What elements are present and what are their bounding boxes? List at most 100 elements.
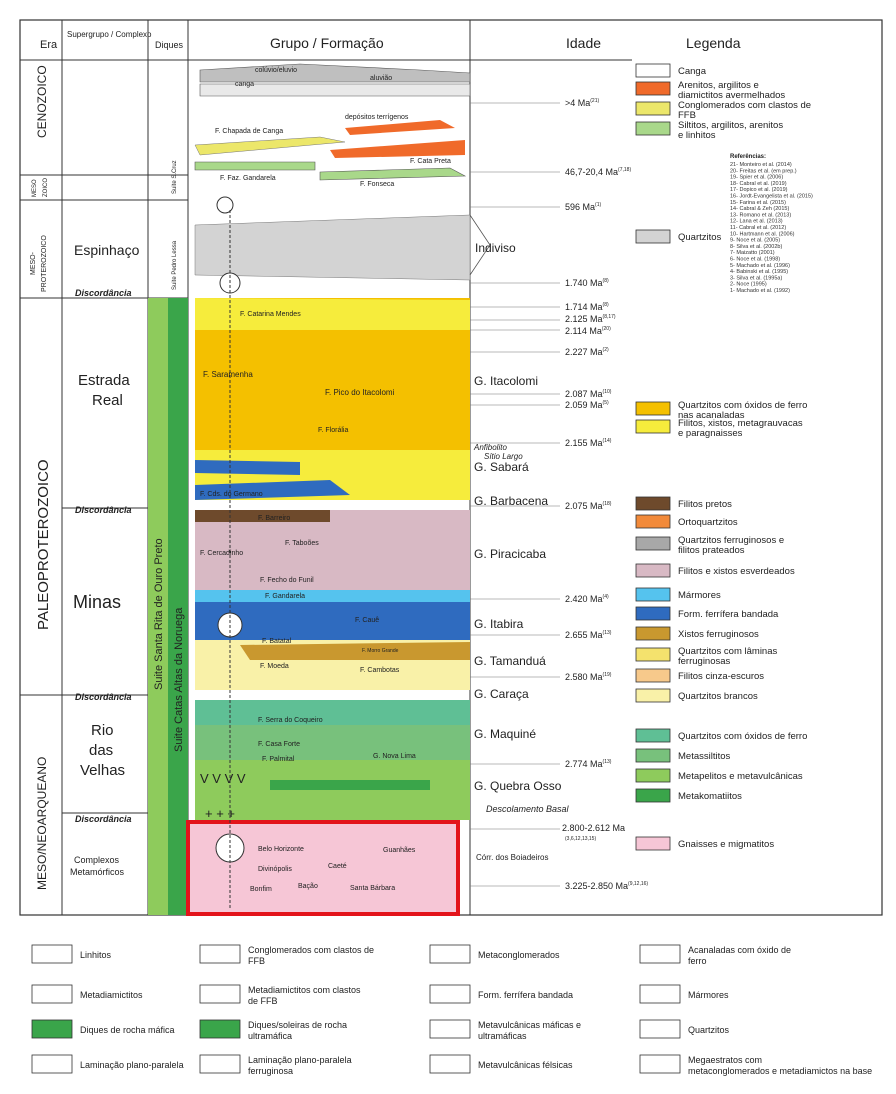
bottom-legend-swatch xyxy=(31,944,73,964)
reference-item: 11- Cabral et al. (2012) xyxy=(730,225,786,231)
bottom-legend-swatch xyxy=(639,1019,681,1039)
f-catarina: F. Catarina Mendes xyxy=(240,311,301,318)
disc-3: Discordância xyxy=(75,692,132,702)
sg-complexos-2: Metamórficos xyxy=(70,867,125,877)
header-supergrupo: Supergrupo / Complexo xyxy=(67,30,152,39)
header-era: Era xyxy=(40,39,58,51)
legend-label: Xistos ferruginosos xyxy=(678,629,759,640)
age-3: 596 Ma(1) xyxy=(565,202,601,212)
legend-swatch xyxy=(635,63,671,78)
f-aluviao: aluvião xyxy=(370,75,392,82)
bottom-legend-swatch xyxy=(31,1054,73,1074)
disc-2: Discordância xyxy=(75,505,132,515)
age-6: 2.125 Ma(8,17) xyxy=(565,314,616,324)
age-16: 2.774 Ma(13) xyxy=(565,759,612,769)
g-maquine: G. Maquiné xyxy=(474,727,536,741)
age-9: 2.087 Ma(10) xyxy=(565,389,612,399)
f-chapada: F. Chapada de Canga xyxy=(215,128,283,135)
sg-espinhaco: Espinhaço xyxy=(74,242,140,258)
f-guanhaes: Guanhães xyxy=(383,847,416,854)
f-gandarela-faz: F. Faz. Gandarela xyxy=(220,175,276,182)
f-canga: canga xyxy=(235,81,254,88)
f-cata-preta: F. Cata Preta xyxy=(410,158,451,165)
reference-item: 21- Monteiro et al. (2014) xyxy=(730,162,792,168)
f-serra: F. Serra do Coqueiro xyxy=(258,717,323,724)
legend-label: Form. ferrífera bandada xyxy=(678,609,779,620)
legend-label: Filitos e xistos esverdeados xyxy=(678,566,795,577)
sg-estrada-1: Estrada xyxy=(78,372,130,389)
header-diques: Diques xyxy=(155,40,184,50)
age-5: 1.714 Ma(8) xyxy=(565,302,609,312)
legend-swatch xyxy=(635,536,671,551)
legend-label: Metapelitos e metavulcânicas xyxy=(678,771,803,782)
f-cercadinho: F. Cercadinho xyxy=(200,550,243,557)
reference-item: 16- Jordt-Evangelista et al. (2015) xyxy=(730,194,813,200)
sg-velhas: Velhas xyxy=(80,762,125,779)
references: Referências:21- Monteiro et al. (2014)20… xyxy=(730,154,813,294)
f-bacao: Bação xyxy=(298,883,318,890)
dike-santa-rita: Suite Santa Rita de Ouro Preto xyxy=(153,538,165,690)
era-mesoneoarqueano: MESO/NEOARQUEANO xyxy=(35,757,49,890)
g-corr: Córr. dos Boiadeiros xyxy=(476,853,548,862)
legend-swatch xyxy=(635,688,671,703)
f-casa-forte: F. Casa Forte xyxy=(258,741,300,748)
references-title: Referências: xyxy=(730,154,766,160)
era-cenozoico: CENOZOICO xyxy=(35,65,49,138)
f-moeda: F. Moeda xyxy=(260,663,289,670)
bottom-legend-swatch xyxy=(429,1019,471,1039)
age-17: 2.800-2.612 Ma xyxy=(562,823,625,833)
g-sabara: G. Sabará xyxy=(474,460,529,474)
rv-vvvv: V V V V xyxy=(200,771,246,786)
legend-label: Filitos cinza-escuros xyxy=(678,671,764,682)
legend-label: Filitos pretos xyxy=(678,499,732,510)
highlight-box xyxy=(186,820,460,916)
sg-estrada-2: Real xyxy=(92,392,123,409)
g-itabira: G. Itabira xyxy=(474,617,524,631)
f-coluvio: colúvio/eluvio xyxy=(255,67,297,74)
reference-item: 4- Babinski et al. (1995) xyxy=(730,269,788,275)
f-belo-horizonte: Belo Horizonte xyxy=(258,846,304,853)
g-piracicaba: G. Piracicaba xyxy=(474,547,546,561)
age-12: 2.075 Ma(18) xyxy=(565,501,612,511)
age-15: 2.580 Ma(19) xyxy=(565,672,612,682)
legend-swatch xyxy=(635,836,671,851)
legend-swatch xyxy=(635,647,671,662)
f-nova-lima: G. Nova Lima xyxy=(373,753,416,760)
reference-item: 10- Hartmann et al. (2006) xyxy=(730,231,795,237)
f-divinopolis: Divinópolis xyxy=(258,866,292,873)
era-zoico: ZOICO xyxy=(43,178,49,197)
age-17-sup: (3,6,12,13,15) xyxy=(565,836,596,842)
bottom-legend-label: Form. ferrífera bandada xyxy=(478,990,573,1000)
f-cambotas: F. Cambotas xyxy=(360,667,400,674)
legend-label: Quartzitos xyxy=(678,232,722,243)
g-anfibolito: Anfibolito xyxy=(473,443,507,452)
dike-pedro-lessa: Suite Pedro Lessa xyxy=(172,240,178,290)
legend-label: Ortoquartzitos xyxy=(678,517,738,528)
age-4: 1.740 Ma(8) xyxy=(565,278,609,288)
f-barreiro: F. Barreiro xyxy=(258,515,290,522)
reference-item: 8- Silva et al. (2002b) xyxy=(730,244,782,250)
f-palmital: F. Palmital xyxy=(262,756,295,763)
legend-swatch xyxy=(635,606,671,621)
age-7: 2.114 Ma(20) xyxy=(565,326,611,336)
legend-swatch xyxy=(635,229,671,244)
age-1: >4 Ma(21) xyxy=(565,98,599,108)
legend-swatch xyxy=(635,748,671,763)
f-santa-barbara: Santa Bárbara xyxy=(350,885,395,892)
disc-4: Discordância xyxy=(75,814,132,824)
bottom-legend-swatch xyxy=(429,984,471,1004)
bottom-legend-label: Mármores xyxy=(688,990,729,1000)
era-meso-pro-b: PROTEROZOICO xyxy=(41,235,48,292)
f-pico: F. Pico do Itacolomi xyxy=(325,388,395,397)
reference-item: 3- Silva et al. (1995a) xyxy=(730,275,782,281)
bottom-legend-label: Metadiamictitos xyxy=(80,990,143,1000)
legend-swatch xyxy=(635,788,671,803)
sg-minas: Minas xyxy=(73,592,121,612)
